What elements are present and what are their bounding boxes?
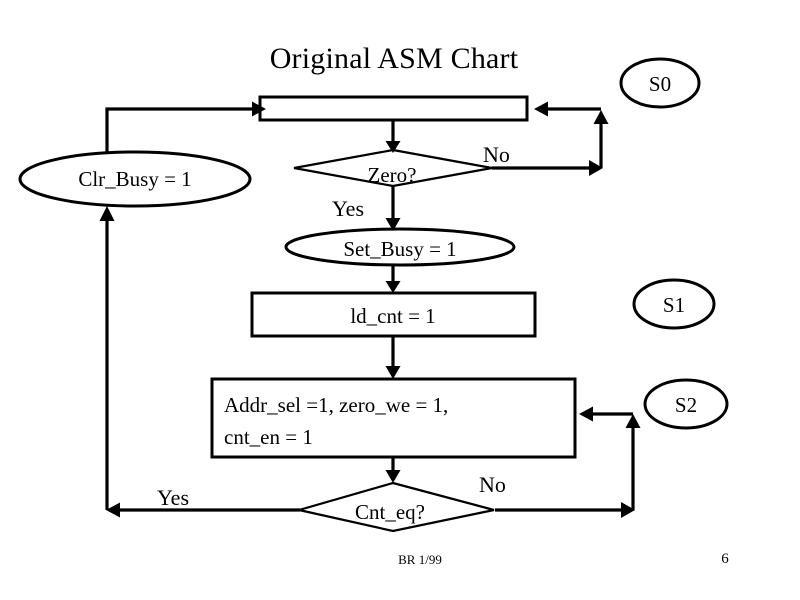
edge-cnteq-no (495, 406, 641, 518)
edge-cnteq-yes (99, 206, 300, 518)
node-clr-busy[interactable]: Clr_Busy = 1 (18, 150, 252, 208)
arrowhead-into-zero (385, 141, 401, 153)
arrowhead-cnteq-no-up (625, 414, 641, 428)
page-title-text: Original ASM Chart (269, 42, 519, 75)
node-clr-busy-label: Clr_Busy = 1 (78, 167, 191, 191)
edge-addrsel-to-cnteq (385, 457, 401, 483)
arrowhead-into-ldcnt (385, 281, 401, 293)
node-ld-cnt-box[interactable]: ld_cnt = 1 (250, 291, 537, 338)
node-zero-decision-label: Zero? (368, 163, 417, 187)
arrowhead-into-addrsel (385, 366, 401, 379)
arrowhead-zero-no-up (593, 110, 609, 124)
node-top-box[interactable] (258, 95, 529, 122)
page-title: Original ASM Chart (0, 42, 800, 76)
node-set-busy-label: Set_Busy = 1 (343, 237, 456, 261)
state-bubble-s1-label: S1 (663, 293, 685, 317)
state-bubble-s2[interactable]: S2 (643, 378, 729, 430)
edge-setbusy-to-ldcnt (385, 265, 401, 293)
page-number: 6 (721, 551, 729, 567)
footer-note: BR 1/99 (398, 552, 442, 567)
arrowhead-into-clrbusy (99, 206, 115, 221)
edge-label-zero-yes: Yes (332, 196, 364, 221)
edge-zero-yes (385, 186, 401, 231)
edge-label-cnteq-no: No (479, 472, 506, 497)
arrowhead-into-topbox-right (534, 101, 548, 117)
node-ld-cnt-label: ld_cnt = 1 (350, 304, 435, 328)
node-set-busy[interactable]: Set_Busy = 1 (284, 227, 516, 267)
edge-label-cnteq-yes: Yes (157, 485, 189, 510)
node-addr-sel-box[interactable]: Addr_sel =1, zero_we = 1, cnt_en = 1 (210, 377, 577, 459)
state-bubble-s0-label: S0 (649, 72, 671, 96)
arrowhead-into-cnteq (385, 470, 401, 483)
node-cnt-eq-label: Cnt_eq? (355, 500, 425, 524)
state-bubble-s1[interactable]: S1 (632, 278, 716, 330)
arrowhead-cnteq-no-right (621, 502, 635, 518)
edge-ldcnt-to-addrsel (385, 336, 401, 379)
edge-label-zero-no: No (483, 142, 510, 167)
node-addr-sel-line1: Addr_sel =1, zero_we = 1, (224, 393, 448, 417)
arrowhead-into-addrsel-right (579, 406, 593, 422)
arrowhead-zero-no-right (589, 160, 603, 176)
node-zero-decision[interactable]: Zero? (293, 148, 493, 188)
node-cnt-eq-decision[interactable]: Cnt_eq? (298, 481, 495, 533)
arrowhead-cnteq-yes-left (106, 502, 120, 518)
arrowhead-into-setbusy (385, 218, 401, 231)
edge-clrbusy-to-topbox (105, 101, 266, 152)
edge-topbox-to-zero (385, 120, 401, 153)
state-bubble-s0[interactable]: S0 (619, 57, 701, 109)
state-bubble-s2-label: S2 (675, 393, 697, 417)
node-addr-sel-line2: cnt_en = 1 (224, 425, 313, 449)
edge-zero-no (492, 101, 609, 176)
